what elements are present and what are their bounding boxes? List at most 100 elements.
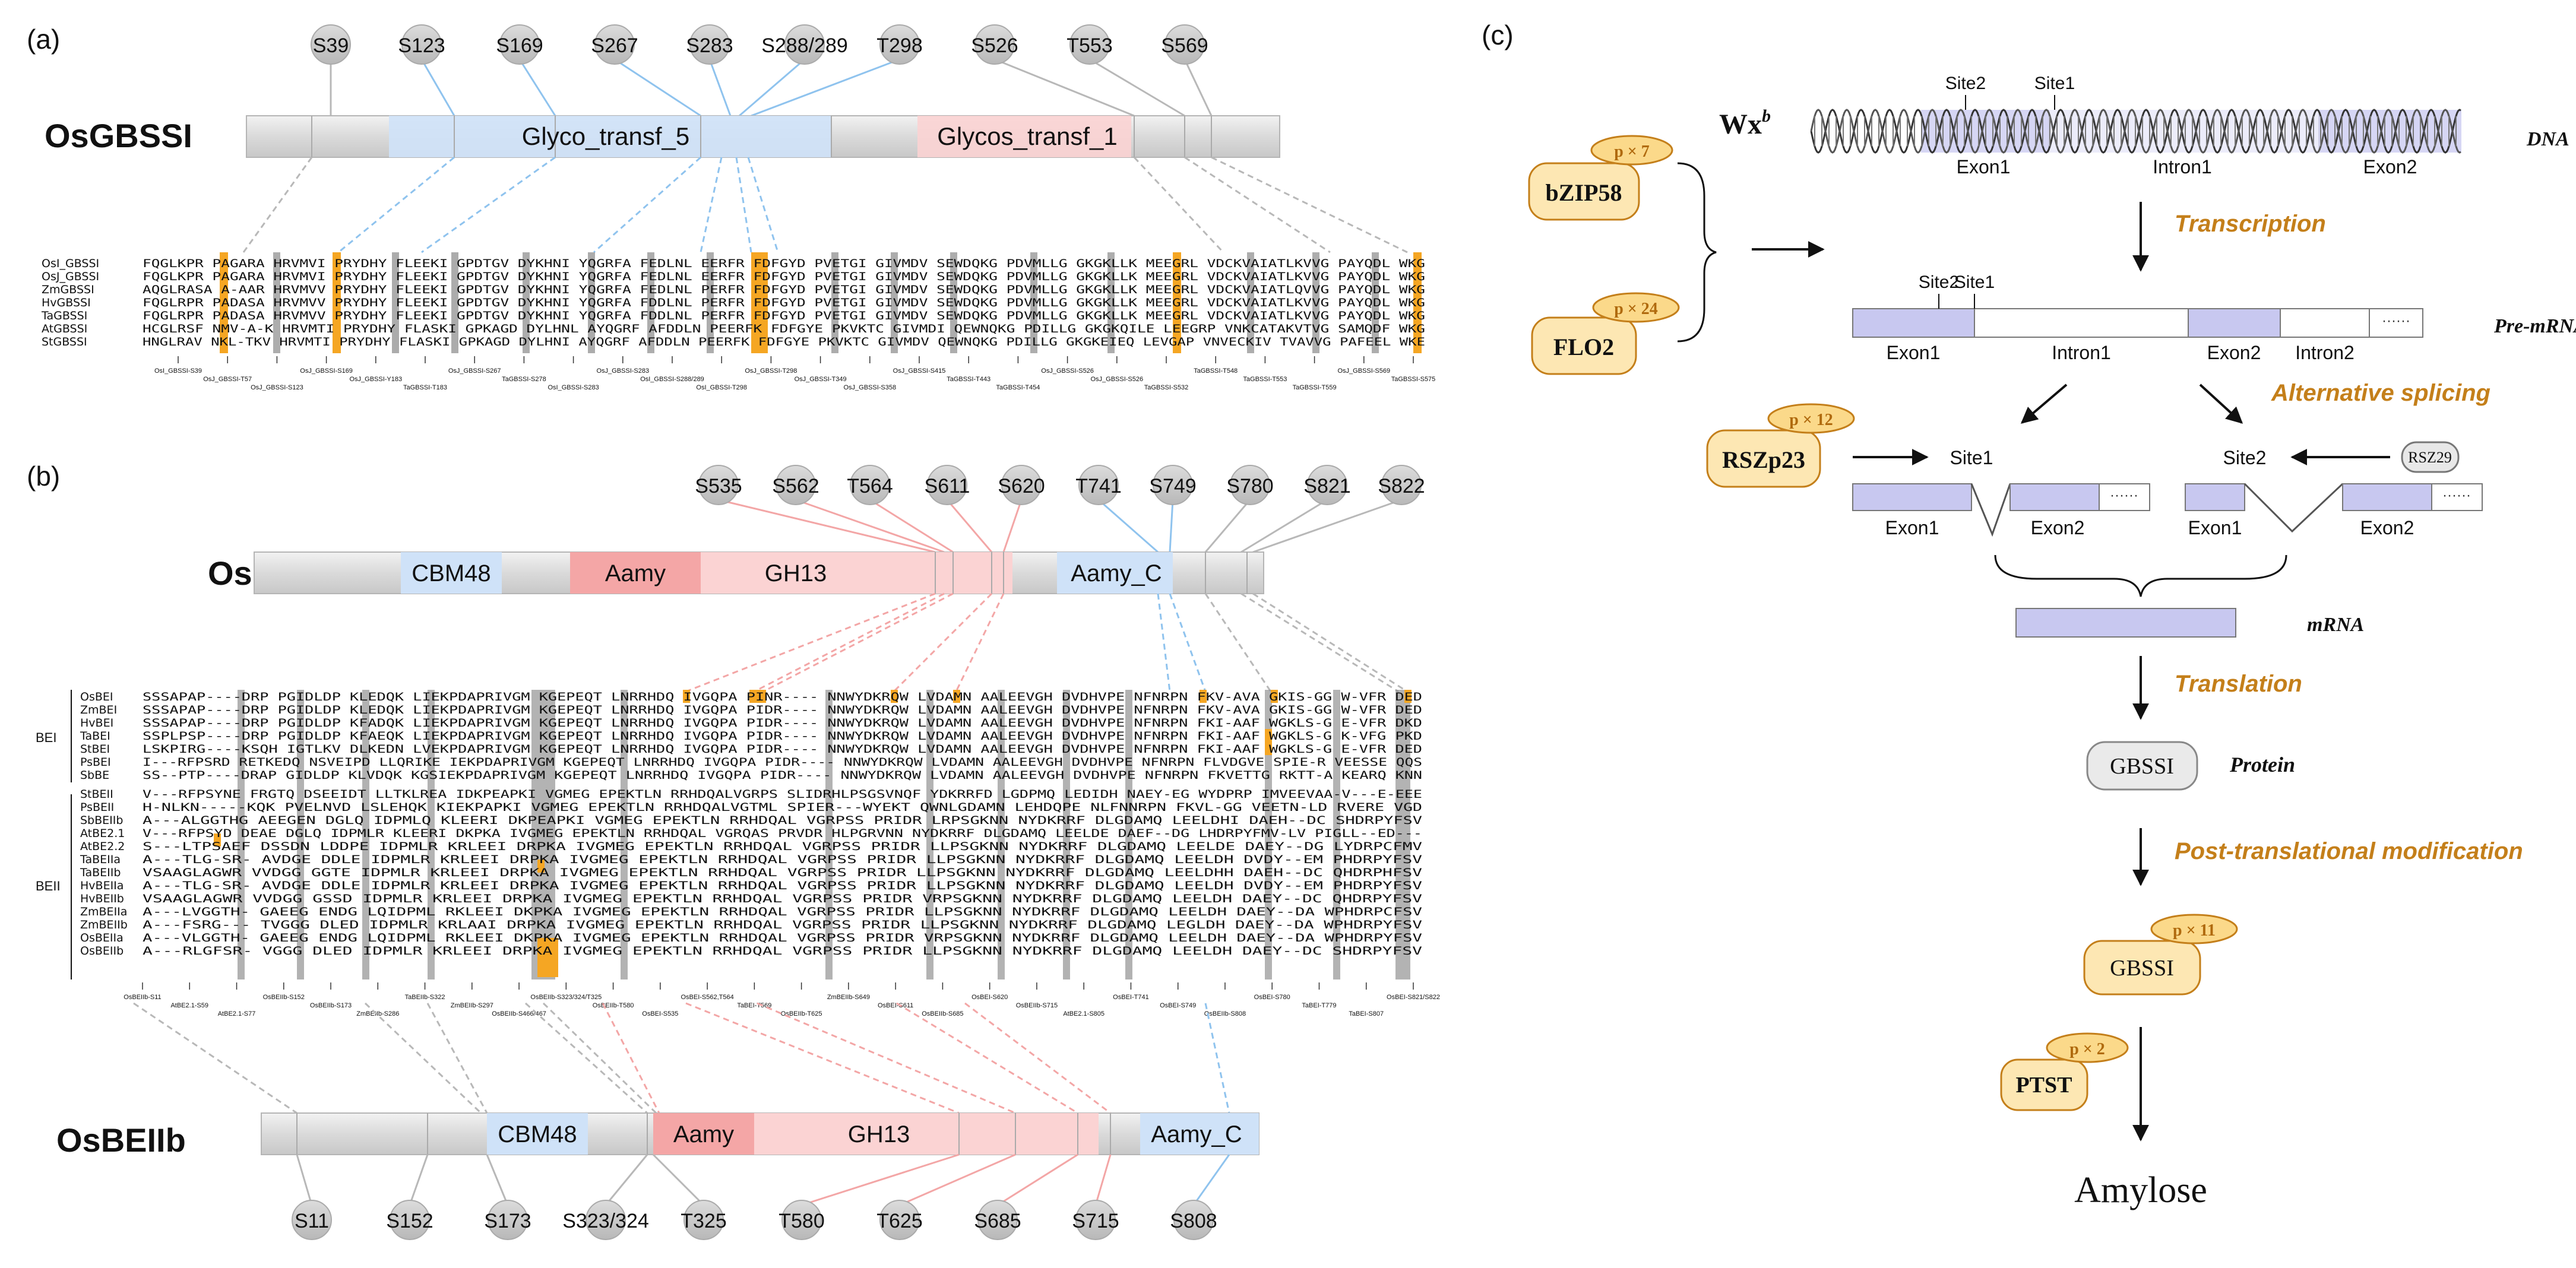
sequence-row: VSAAGLAGWR VVDGG GGTE IDPMLR KRLEEI DRPK… — [143, 866, 1422, 879]
site-annotation: OsBEIIb-T625 — [781, 1010, 822, 1017]
be-species-names: OsBEIZmBEIHvBEITaBEIStBEIPsBEISbBEStBEII… — [80, 690, 128, 958]
panel-c-label: (c) — [1482, 20, 1514, 50]
site-annotation: OsI_GBSSI-T298 — [696, 384, 747, 391]
regulator-flo2: FLO2 p × 24 — [1531, 292, 1680, 375]
site-label: S267 — [591, 34, 638, 57]
sequence-row: A---FSRG--- TVGGG DLED IDPMLR KRLAAI DRP… — [143, 918, 1422, 931]
species-name: AtBE2.1 — [80, 827, 125, 840]
alt-splicing-label: Alternative splicing — [2271, 380, 2490, 406]
mrna-bar — [2015, 608, 2236, 638]
species-name: TaBEIIa — [80, 853, 121, 866]
pre-exon1: Exon1 — [1887, 342, 1941, 363]
species-name: ZmBEI — [80, 703, 117, 717]
site-marker: S123 — [398, 24, 445, 65]
site-label: S569 — [1161, 34, 1208, 57]
site-annotation: OsBEI-S535 — [642, 1010, 678, 1017]
site-annotation: OsBEIIb-S808 — [1204, 1010, 1246, 1017]
variant2-exon1: Exon1 — [2188, 517, 2242, 538]
site-annotation: TaBEI-T779 — [1302, 1002, 1336, 1009]
species-name: PsBEII — [80, 801, 114, 814]
domain-gh13: GH13 — [848, 1121, 910, 1147]
site-annotation: OsJ_GBSSI-S526 — [1090, 376, 1143, 383]
gbssi-phospho-badge: p × 11 — [2173, 921, 2216, 940]
site-marker: T298 — [876, 24, 923, 65]
species-name: SbBE — [80, 769, 109, 782]
variant1-exon1: Exon1 — [1885, 517, 1939, 538]
mrna-label: mRNA — [2307, 614, 2364, 636]
site-annotation: OsI_GBSSI-S288/289 — [640, 376, 704, 383]
site-annotation: OsBEIIb-T580 — [593, 1002, 634, 1009]
dna-helix: Site2 Site1 Exon1 Intron1 Exon2 DNA — [1810, 74, 2569, 177]
splicing-factor-rszp23: RSZp23 p × 12 — [1706, 403, 1855, 488]
ptst-label: PTST — [2015, 1073, 2072, 1098]
variant-ellipsis: ······ — [2442, 487, 2471, 503]
site-annotation: TaGBSSI-S532 — [1144, 384, 1189, 391]
pre-intron2: Intron2 — [2295, 342, 2355, 363]
species-name: TaBEI — [80, 730, 110, 743]
flo2-badge: p × 24 — [1614, 300, 1658, 318]
gbssi-sequences: FQGLKPR PAGARA HRVMVI PRYDHY FLEEKI GPDT… — [143, 257, 1425, 348]
bei-protein-bar: CBM48 Aamy GH13 Aamy_C — [254, 551, 1264, 594]
sequence-row: V---RFPSYD DEAE DGLQ IDPMLR KLEERI DKPKA… — [143, 827, 1422, 840]
panel-b-label: (b) — [27, 461, 60, 492]
site-annotation: OsI_GBSSI-S283 — [548, 384, 599, 391]
species-name: AtBE2.2 — [80, 840, 125, 853]
site-annotation: TaGBSSI-T443 — [947, 376, 990, 383]
site-annotation: OsBEIIb-S173 — [310, 1002, 352, 1009]
site-annotation: TaBEI-S807 — [1349, 1010, 1384, 1017]
domain-aamy: Aamy — [605, 560, 666, 587]
bei-alignment-connectors — [685, 592, 1408, 693]
site-marker: T741 — [1075, 465, 1122, 505]
site-annotation: AtBE2.1-S805 — [1063, 1010, 1105, 1017]
site-marker: S535 — [695, 465, 742, 505]
be-column-highlights — [214, 690, 1412, 979]
site-annotation: OsJ_GBSSI-T349 — [795, 376, 847, 383]
site-annotation: OsBEI-T741 — [1113, 994, 1149, 1001]
site-marker: S562 — [772, 465, 819, 505]
spliced-variant-site2: ······ Exon1 Exon2 — [2185, 483, 2483, 538]
site-marker: S821 — [1303, 465, 1351, 505]
site-annotation: OsJ_GBSSI-S526 — [1041, 367, 1094, 375]
flo2-label: FLO2 — [1553, 334, 1614, 360]
site-label: T298 — [876, 34, 923, 57]
sequence-row: HCGLRSF NMV-A-K HRVMTI PRYDHY FLASKI GPK… — [143, 322, 1425, 335]
site-annotation: OsBEI-S780 — [1254, 994, 1290, 1001]
beiib-protein-name: OsBEIIb — [56, 1121, 186, 1159]
gene-superscript: b — [1762, 106, 1771, 126]
site-annotation: OsBEIIb-S715 — [1016, 1002, 1058, 1009]
regulator-brace — [1677, 162, 1717, 343]
site-marker: T325 — [681, 1200, 727, 1240]
domain-cbm48: CBM48 — [412, 560, 490, 587]
gbssi-column-highlights — [220, 252, 1422, 353]
protein-label: Protein — [2229, 753, 2295, 776]
site-label: S123 — [398, 34, 445, 57]
panel-a: (a) OsGBSSI S39 S123 S169 S267 S283 S288… — [27, 24, 1435, 391]
dna-exon2: Exon2 — [2363, 156, 2417, 177]
species-name: OsJ_GBSSI — [42, 270, 99, 283]
variant2-exon2: Exon2 — [2360, 517, 2414, 538]
site-label: T580 — [779, 1210, 825, 1232]
beiib-site-markers: S11 S152 S173 S323/324 T325 T580 T625 S6… — [292, 1200, 1217, 1240]
site-annotation: OsJ_GBSSI-S569 — [1337, 367, 1390, 375]
species-name: TaGBSSI — [41, 309, 87, 322]
species-name: HvBEIIb — [80, 892, 124, 905]
sequence-row: SSSAPAP----DRP PGIDLDP KLEDQK LIEKPDAPRI… — [143, 703, 1422, 717]
site-marker: S173 — [484, 1200, 531, 1240]
beiib-protein-bar: CBM48 Aamy GH13 Aamy_C — [261, 1112, 1259, 1155]
translation-label: Translation — [2175, 671, 2302, 697]
species-name: TaBEIIb — [80, 866, 121, 879]
pre-site2: Site2 — [1919, 272, 1959, 292]
splice-arrow-right — [2199, 383, 2243, 424]
species-name: ZmGBSSI — [42, 283, 94, 296]
site-marker: S526 — [971, 24, 1018, 65]
beiib-alignment-connectors — [133, 1002, 1230, 1114]
site-label: S780 — [1226, 475, 1273, 497]
pre-site1: Site1 — [1954, 272, 1995, 292]
site-annotation: OsBEI-S562,T564 — [681, 994, 733, 1001]
site-label: S11 — [295, 1210, 329, 1232]
sequence-row: HNGLRAV NKL-TKV HRVMTI PRYDHY FLASKI GPK… — [143, 335, 1425, 348]
gbssi-protein-name: OsGBSSI — [45, 117, 192, 154]
domain-aamy-c: Aamy_C — [1151, 1121, 1242, 1147]
be-alignment: BEI BEII OsBEIZmBEIHvBEITaBEIStBEIPsBEIS… — [36, 690, 1440, 1017]
site-marker: S822 — [1378, 465, 1425, 505]
